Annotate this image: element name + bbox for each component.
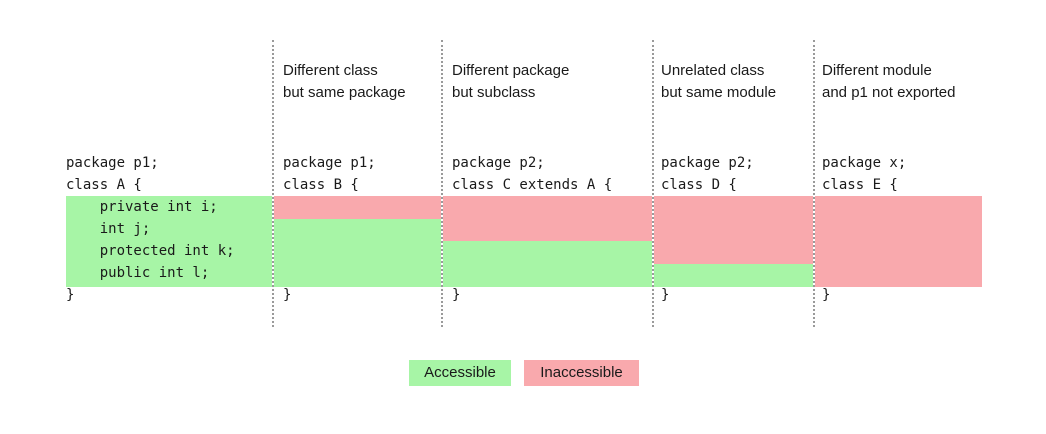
class-e-close: } (822, 287, 831, 303)
column-header-b: Different class but same package (283, 62, 406, 101)
class-d-close: } (661, 287, 670, 303)
class-d-accessible-band (654, 264, 813, 287)
column-separator-4 (813, 40, 815, 327)
class-a-member-private: private int i; (66, 199, 218, 215)
class-c-inaccessible-band (443, 196, 652, 241)
class-a-member-protected: protected int k; (66, 243, 235, 259)
class-c-close: } (452, 287, 461, 303)
column-class-e-header: Different module and p1 not exported (822, 60, 955, 104)
column-header-c: Different package but subclass (452, 62, 570, 101)
column-class-c: package p2; class C extends A { (452, 152, 612, 196)
column-class-d-header: Unrelated class but same module (661, 60, 776, 104)
column-header-d: Unrelated class but same module (661, 62, 777, 101)
class-b-declaration: class B { (283, 177, 359, 193)
column-class-b-header: Different class but same package (283, 60, 406, 104)
class-a-close: } (66, 287, 75, 303)
class-c-declaration: class C extends A { (452, 177, 613, 193)
class-e-package-line: package x; (822, 155, 907, 171)
column-separator-1 (272, 40, 274, 327)
class-a-package-line: package p1; (66, 155, 159, 171)
column-separator-3 (652, 40, 654, 327)
legend-accessible: Accessible (409, 360, 511, 386)
column-header-e: Different module and p1 not exported (822, 62, 956, 101)
column-class-b: package p1; class B { (283, 152, 376, 196)
class-a-member-package: int j; (66, 221, 151, 237)
column-class-e: package x; class E { (822, 152, 906, 196)
column-separator-2 (441, 40, 443, 327)
class-b-close: } (283, 287, 292, 303)
column-class-d: package p2; class D { (661, 152, 754, 196)
class-b-accessible-band (274, 219, 441, 287)
class-c-package-line: package p2; (452, 155, 545, 171)
class-a-declaration: class A { (66, 177, 142, 193)
class-e-inaccessible-band (815, 196, 982, 287)
column-class-c-header: Different package but subclass (452, 60, 569, 104)
class-d-inaccessible-band (654, 196, 813, 264)
class-d-declaration: class D { (661, 177, 737, 193)
column-class-a: package p1; class A { private int i; int… (66, 152, 235, 306)
class-d-package-line: package p2; (661, 155, 754, 171)
class-a-member-public: public int l; (66, 265, 210, 281)
class-b-inaccessible-band (274, 196, 441, 219)
class-b-package-line: package p1; (283, 155, 376, 171)
legend-inaccessible: Inaccessible (524, 360, 639, 386)
class-c-accessible-band (443, 241, 652, 287)
class-a-accessible-band (66, 196, 272, 287)
class-e-declaration: class E { (822, 177, 898, 193)
